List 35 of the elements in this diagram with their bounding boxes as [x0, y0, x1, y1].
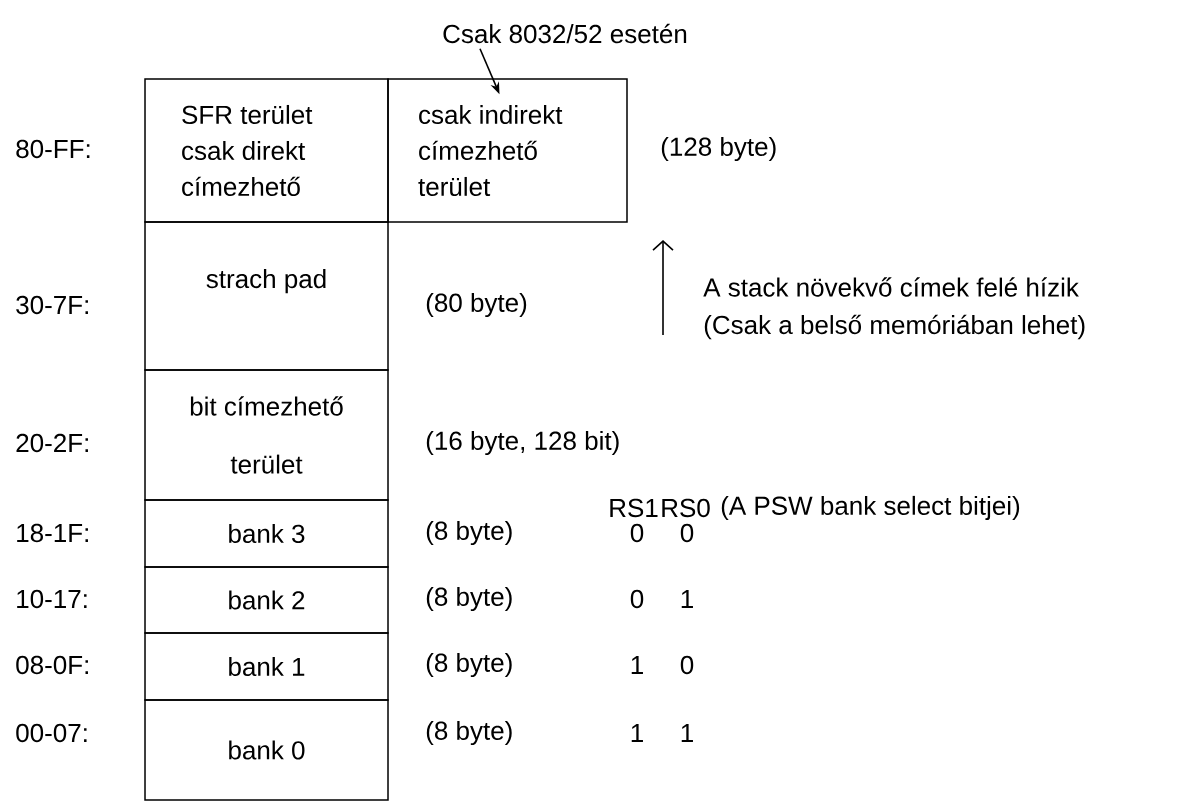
memory-area-box: bank 0: [144, 699, 389, 801]
column-header: RS0: [662, 498, 710, 518]
memory-area-box: bank 1: [144, 632, 389, 701]
memory-area-box: strach pad: [144, 221, 389, 371]
memory-area-box: SFR terület csak direkt címezhető: [144, 78, 389, 223]
size-label: (8 byte): [426, 586, 512, 612]
address-label: 80-FF:: [16, 139, 90, 159]
size-label: (16 byte, 128 bit): [426, 430, 619, 456]
address-label: 30-7F:: [16, 295, 88, 315]
size-label: (8 byte): [426, 520, 512, 546]
bit-value: 0: [630, 589, 644, 609]
address-label: 00-07:: [16, 723, 87, 743]
bit-value: 1: [631, 724, 643, 742]
column-header: RS1: [610, 498, 658, 518]
address-label: 08-0F:: [16, 655, 88, 675]
bit-value: 0: [680, 523, 694, 543]
bit-value: 1: [681, 724, 693, 742]
memory-area-box: bank 3: [144, 499, 389, 568]
size-label: (8 byte): [426, 652, 512, 678]
size-label: (80 byte): [426, 292, 527, 318]
size-label: (8 byte): [426, 720, 512, 746]
bit-value: 1: [631, 656, 643, 674]
size-label: (128 byte): [661, 136, 776, 162]
address-label: 18-1F:: [17, 523, 88, 543]
note-text: A stack növekvő címek felé hízik: [703, 277, 1079, 297]
memory-area-box: csak indirekt címezhető terület: [387, 78, 628, 223]
note-text: (A PSW bank select bitjei): [721, 495, 1020, 521]
note-text: Csak 8032/52 esetén: [443, 23, 687, 44]
bit-value: 1: [681, 590, 693, 608]
bit-value: 0: [630, 523, 644, 543]
address-label: 10-17:: [17, 589, 87, 609]
bit-value: 0: [680, 655, 694, 675]
address-label: 20-2F:: [16, 433, 88, 453]
note-text: (Csak a belső memóriában lehet): [704, 314, 1085, 340]
memory-area-box: bank 2: [144, 566, 389, 634]
